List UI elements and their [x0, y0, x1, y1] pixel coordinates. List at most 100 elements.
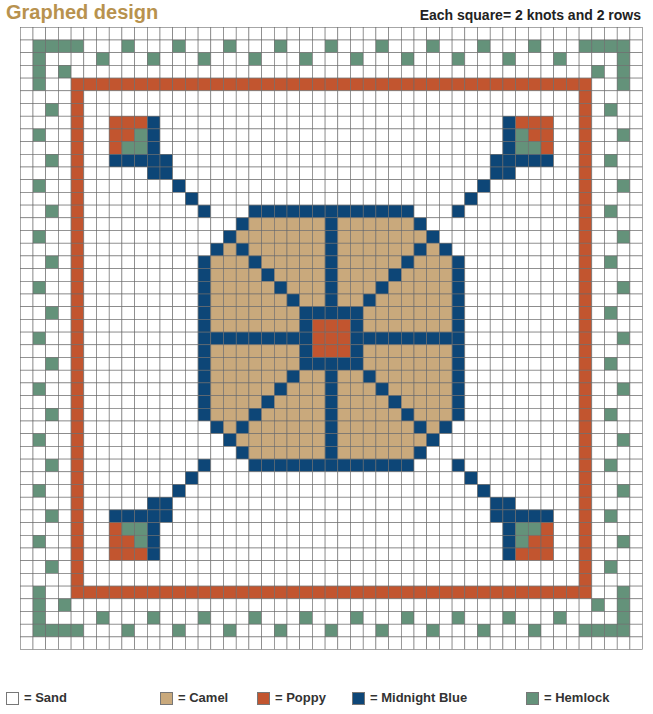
grid-cell [617, 142, 630, 155]
grid-cell [122, 192, 135, 205]
grid-cell [312, 358, 325, 371]
grid-cell [605, 167, 618, 180]
grid-cell [363, 243, 376, 256]
grid-cell [414, 535, 427, 548]
grid-cell [262, 434, 275, 447]
grid-cell [617, 116, 630, 129]
grid-cell [97, 192, 110, 205]
grid-cell [528, 472, 541, 485]
grid-cell [84, 332, 97, 345]
grid-cell [262, 78, 275, 91]
grid-cell [630, 104, 643, 117]
grid-cell [287, 472, 300, 485]
grid-cell [287, 281, 300, 294]
grid-cell [97, 269, 110, 282]
grid-cell [427, 535, 440, 548]
grid-cell [401, 535, 414, 548]
grid-cell [33, 180, 46, 193]
grid-cell [185, 167, 198, 180]
grid-cell [46, 231, 59, 244]
grid-cell [224, 345, 237, 358]
grid-cell [617, 472, 630, 485]
grid-cell [579, 434, 592, 447]
grid-cell [528, 497, 541, 510]
grid-cell [46, 142, 59, 155]
grid-cell [211, 358, 224, 371]
grid-cell [541, 332, 554, 345]
grid-cell [20, 78, 33, 91]
grid-cell [338, 383, 351, 396]
grid-cell [541, 142, 554, 155]
grid-cell [249, 510, 262, 523]
grid-cell [439, 459, 452, 472]
grid-cell [414, 218, 427, 231]
grid-cell [20, 358, 33, 371]
grid-cell [20, 27, 33, 40]
grid-cell [287, 370, 300, 383]
grid-cell [427, 40, 440, 53]
grid-cell [58, 243, 71, 256]
grid-cell [97, 421, 110, 434]
grid-cell [262, 319, 275, 332]
grid-cell [325, 104, 338, 117]
grid-cell [528, 459, 541, 472]
grid-cell [541, 358, 554, 371]
grid-cell [617, 256, 630, 269]
grid-cell [173, 319, 186, 332]
grid-cell [71, 53, 84, 66]
grid-cell [236, 434, 249, 447]
grid-cell [503, 27, 516, 40]
grid-cell [249, 497, 262, 510]
grid-cell [351, 78, 364, 91]
grid-cell [71, 446, 84, 459]
grid-cell [46, 180, 59, 193]
grid-cell [185, 319, 198, 332]
grid-cell [389, 281, 402, 294]
grid-cell [300, 307, 313, 320]
grid-cell [185, 256, 198, 269]
grid-cell [236, 535, 249, 548]
grid-cell [135, 510, 148, 523]
grid-cell [579, 78, 592, 91]
grid-cell [185, 307, 198, 320]
grid-cell [109, 78, 122, 91]
grid-cell [592, 40, 605, 53]
grid-cell [135, 116, 148, 129]
grid-cell [528, 307, 541, 320]
grid-cell [376, 231, 389, 244]
grid-cell [554, 269, 567, 282]
grid-cell [33, 510, 46, 523]
grid-cell [452, 27, 465, 40]
grid-cell [287, 396, 300, 409]
grid-cell [541, 53, 554, 66]
grid-cell [465, 459, 478, 472]
grid-cell [173, 332, 186, 345]
grid-cell [160, 370, 173, 383]
grid-cell [300, 396, 313, 409]
grid-cell [122, 421, 135, 434]
grid-cell [452, 180, 465, 193]
grid-cell [185, 523, 198, 536]
grid-cell [71, 396, 84, 409]
grid-cell [249, 167, 262, 180]
grid-cell [465, 345, 478, 358]
grid-cell [33, 396, 46, 409]
grid-cell [236, 142, 249, 155]
grid-cell [554, 116, 567, 129]
grid-cell [224, 129, 237, 142]
grid-cell [312, 459, 325, 472]
grid-cell [516, 434, 529, 447]
grid-cell [363, 104, 376, 117]
grid-cell [33, 256, 46, 269]
grid-cell [617, 154, 630, 167]
grid-cell [376, 27, 389, 40]
grid-cell [147, 27, 160, 40]
grid-cell [135, 40, 148, 53]
grid-cell [33, 269, 46, 282]
grid-cell [478, 27, 491, 40]
grid-cell [173, 78, 186, 91]
grid-cell [160, 167, 173, 180]
grid-cell [605, 269, 618, 282]
grid-cell [338, 167, 351, 180]
grid-cell [97, 129, 110, 142]
